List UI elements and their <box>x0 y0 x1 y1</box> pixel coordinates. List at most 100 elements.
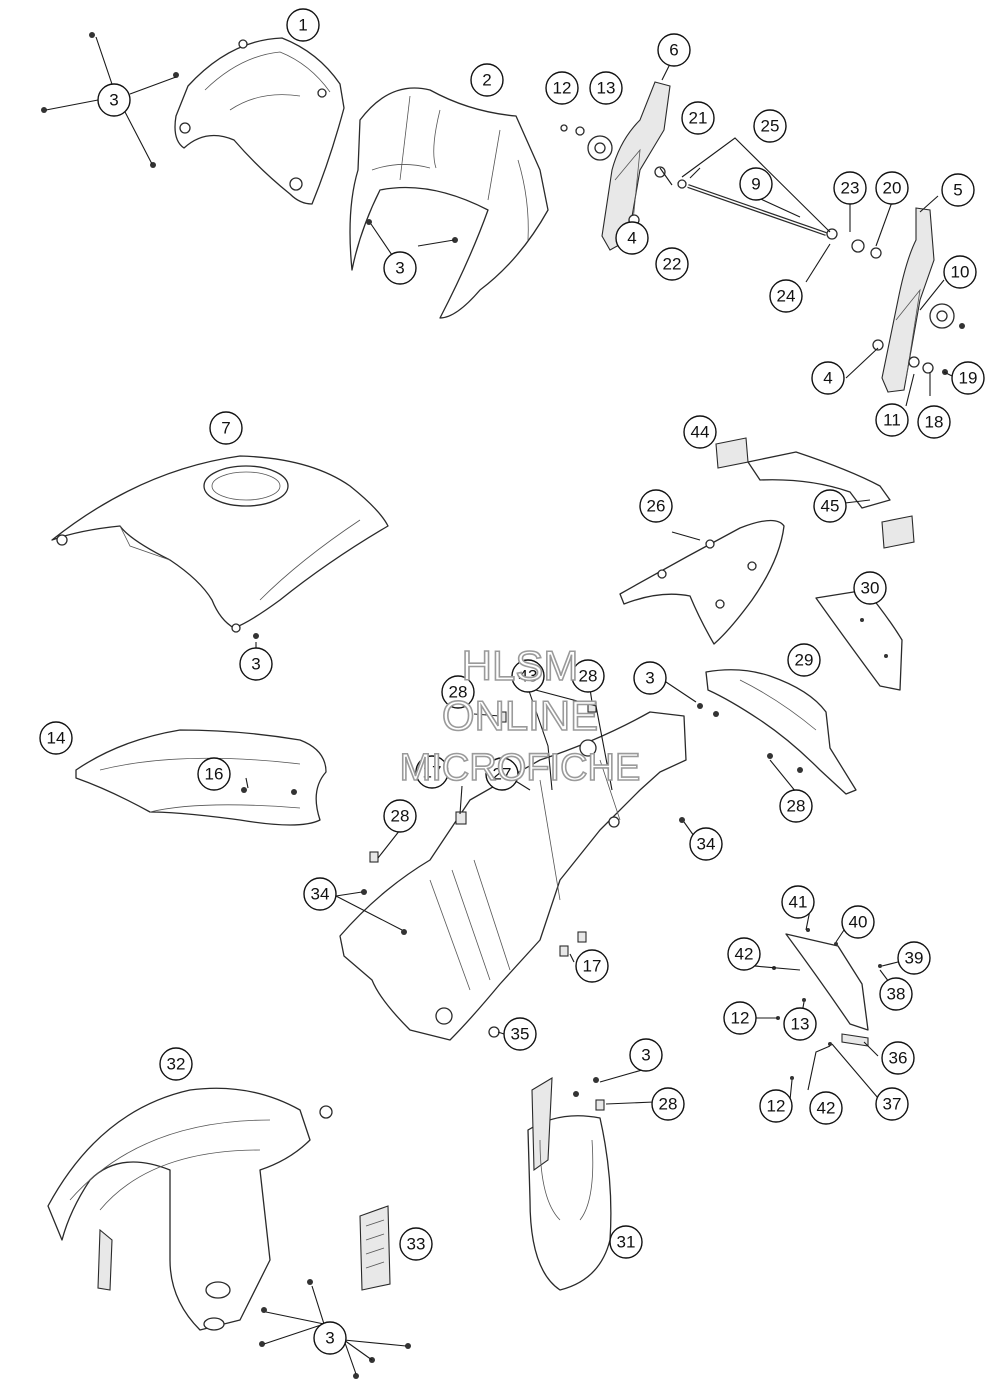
rear-mudguard-part <box>339 711 687 1041</box>
svg-text:42: 42 <box>735 945 754 964</box>
svg-text:22: 22 <box>663 255 682 274</box>
callout-3-bottom: 3 <box>313 1321 347 1355</box>
pad-and-bracket-parts <box>715 437 915 549</box>
svg-text:10: 10 <box>951 263 970 282</box>
svg-text:25: 25 <box>761 117 780 136</box>
callout-29: 29 <box>787 643 821 677</box>
callout-28-top-left: 28 <box>441 675 475 709</box>
callout-22: 22 <box>655 247 689 281</box>
watermark-line-2: ONLINE <box>442 692 598 739</box>
callout-42-mid: 42 <box>727 937 761 971</box>
callout-28-left: 28 <box>383 799 417 833</box>
svg-text:44: 44 <box>691 423 710 442</box>
svg-text:2: 2 <box>482 71 491 90</box>
watermark: HLSM ONLINE MICROFICHE <box>399 641 641 790</box>
callout-43: 43 <box>511 659 545 693</box>
callout-31: 31 <box>609 1225 643 1259</box>
callout-18: 18 <box>917 405 951 439</box>
svg-text:7: 7 <box>221 419 230 438</box>
callout-44: 44 <box>683 415 717 449</box>
callout-23: 23 <box>833 171 867 205</box>
callout-20: 20 <box>875 171 909 205</box>
svg-text:34: 34 <box>697 835 716 854</box>
svg-text:11: 11 <box>883 411 901 430</box>
svg-text:13: 13 <box>597 79 616 98</box>
callout-30: 30 <box>853 571 887 605</box>
callout-17-bottom: 17 <box>575 949 609 983</box>
svg-text:28: 28 <box>787 797 806 816</box>
callout-39: 39 <box>897 941 931 975</box>
callout-3-tank: 3 <box>239 647 273 681</box>
rear-hugger-part <box>527 1076 612 1291</box>
svg-text:36: 36 <box>889 1049 908 1068</box>
svg-text:6: 6 <box>669 41 678 60</box>
right-windscreen-bracket <box>872 207 965 393</box>
callout-37: 37 <box>875 1087 909 1121</box>
svg-text:19: 19 <box>959 369 978 388</box>
svg-text:12: 12 <box>553 79 572 98</box>
svg-text:41: 41 <box>789 893 808 912</box>
license-plate-part <box>815 589 903 691</box>
svg-text:17: 17 <box>423 763 442 782</box>
plate-holder-part <box>697 669 857 795</box>
svg-text:9: 9 <box>751 175 760 194</box>
svg-text:18: 18 <box>925 413 944 432</box>
tank-cover-part <box>51 455 389 639</box>
callout-41: 41 <box>781 885 815 919</box>
svg-text:32: 32 <box>167 1055 186 1074</box>
callout-35: 35 <box>503 1017 537 1051</box>
callout-28-top-right: 28 <box>571 659 605 693</box>
reflector-part <box>359 1205 391 1291</box>
callout-24: 24 <box>769 279 803 313</box>
callout-42-bottom: 42 <box>809 1091 843 1125</box>
svg-text:17: 17 <box>583 957 602 976</box>
svg-text:3: 3 <box>395 259 404 278</box>
svg-text:33: 33 <box>407 1235 426 1254</box>
callout-34-right: 34 <box>689 827 723 861</box>
svg-text:37: 37 <box>883 1095 902 1114</box>
svg-text:26: 26 <box>647 497 666 516</box>
callout-10: 10 <box>943 255 977 289</box>
svg-text:40: 40 <box>849 913 868 932</box>
svg-text:29: 29 <box>795 651 814 670</box>
svg-text:27: 27 <box>493 765 512 784</box>
front-fender-part <box>47 1087 333 1331</box>
svg-text:21: 21 <box>689 109 708 128</box>
svg-text:43: 43 <box>519 667 538 686</box>
svg-text:39: 39 <box>905 949 924 968</box>
svg-text:3: 3 <box>251 655 260 674</box>
callout-32: 32 <box>159 1047 193 1081</box>
svg-text:31: 31 <box>617 1233 636 1252</box>
svg-text:28: 28 <box>579 667 598 686</box>
svg-text:12: 12 <box>767 1097 786 1116</box>
plate-hardware-parts <box>772 928 882 1080</box>
callout-27: 27 <box>485 757 519 791</box>
callout-16: 16 <box>197 757 231 791</box>
svg-text:34: 34 <box>311 885 330 904</box>
svg-text:42: 42 <box>817 1099 836 1118</box>
callout-11: 11 <box>875 403 909 437</box>
svg-text:12: 12 <box>731 1009 750 1028</box>
callout-14: 14 <box>39 721 73 755</box>
svg-text:1: 1 <box>298 16 307 35</box>
windscreen-part <box>174 37 345 205</box>
callout-3-fairing: 3 <box>383 251 417 285</box>
callout-40: 40 <box>841 905 875 939</box>
svg-text:4: 4 <box>627 229 636 248</box>
callout-17-top: 17 <box>415 755 449 789</box>
svg-text:3: 3 <box>325 1329 334 1348</box>
svg-text:3: 3 <box>109 91 118 110</box>
tail-cowl-part <box>619 519 785 645</box>
svg-text:28: 28 <box>449 683 468 702</box>
callout-9: 9 <box>739 167 773 201</box>
svg-text:35: 35 <box>511 1025 530 1044</box>
callout-25: 25 <box>753 109 787 143</box>
callout-45: 45 <box>813 489 847 523</box>
callout-13-mid: 13 <box>783 1007 817 1041</box>
callout-4-left: 4 <box>615 221 649 255</box>
callout-36: 36 <box>881 1041 915 1075</box>
svg-text:3: 3 <box>645 669 654 688</box>
svg-text:38: 38 <box>887 985 906 1004</box>
svg-text:14: 14 <box>47 729 66 748</box>
